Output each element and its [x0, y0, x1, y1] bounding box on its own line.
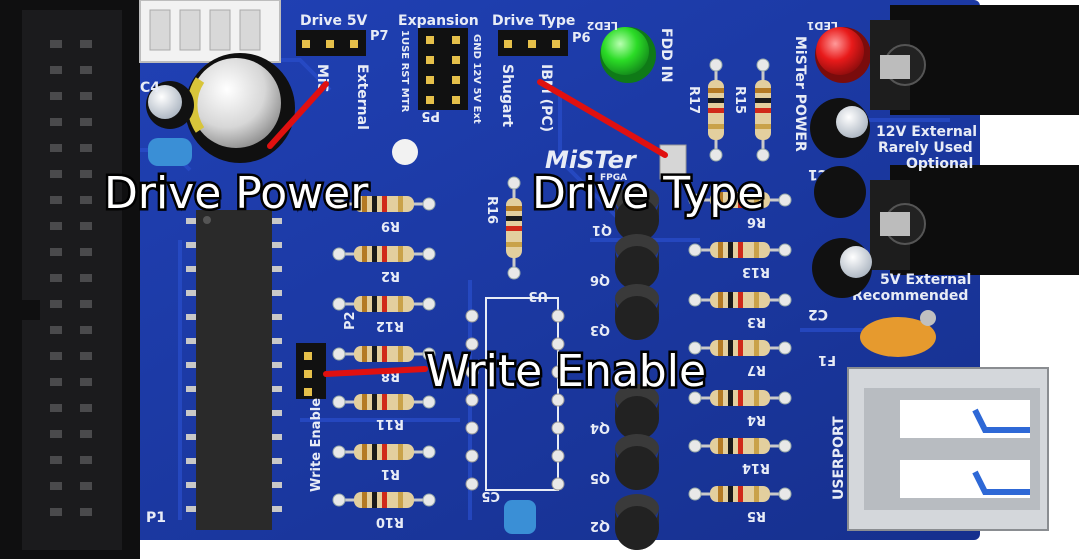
silk-q4: Q4: [590, 420, 610, 435]
callout-drive-power: Drive Power: [104, 168, 369, 219]
silk-5v-recommended: Recommended: [852, 288, 968, 304]
silk-c5: C5: [481, 488, 500, 503]
mister-logo-sub: FPGA: [600, 173, 627, 183]
ceramic-cap-c5: [504, 500, 536, 534]
mister-logo: MiSTer: [545, 146, 638, 174]
silk-c4: C4: [140, 80, 160, 96]
silk-ibm-pc: IBM (PC): [538, 64, 554, 132]
silk-q1: Q1: [592, 222, 612, 237]
transistor-q5: [615, 434, 659, 490]
silk-q6: Q6: [590, 272, 610, 287]
silk-q3: Q3: [590, 322, 610, 337]
capacitor-c4: [146, 81, 194, 129]
transistor-q6: [615, 234, 659, 290]
transistor-q2: [615, 494, 659, 550]
capacitor-c1: [810, 98, 870, 158]
silk-r1: R1: [381, 466, 400, 481]
silk-r6: R6: [747, 214, 766, 229]
silk-r12: R12: [376, 318, 404, 333]
power-connector: [139, 0, 281, 63]
silk-drive-type: Drive Type: [492, 13, 575, 29]
silk-5v-external: 5V External: [880, 272, 971, 288]
ic-socket-u3: [465, 297, 565, 491]
silk-external: External: [354, 64, 370, 130]
callout-drive-type: Drive Type: [532, 168, 764, 219]
fuse-f1: [860, 310, 936, 357]
silk-p2: P2: [343, 311, 358, 330]
silk-led2: LED2: [587, 19, 618, 32]
silk-r7: R7: [747, 362, 766, 377]
mounting-pad: [392, 139, 418, 165]
ic-chip: [186, 210, 282, 530]
silk-expansion: Expansion: [398, 13, 479, 29]
expansion-header-p5: [418, 28, 468, 110]
chip-small: [659, 144, 687, 180]
silk-write-enable: Write Enable: [309, 398, 324, 492]
silk-p1: P1: [146, 510, 166, 526]
silk-r16: R16: [484, 196, 499, 224]
silk-exp-pins2: GND 12V 5V Ext: [471, 34, 482, 124]
silk-12v-external: 12V External: [876, 124, 977, 140]
silk-r13: R13: [742, 264, 770, 279]
silk-f1: F1: [818, 352, 836, 367]
usb-userport: [847, 367, 1049, 531]
callout-line-drive-power: [267, 81, 329, 149]
silk-p5: P5: [421, 108, 440, 123]
led-red: [815, 27, 871, 83]
silk-mister-power: MiSTer POWER: [792, 36, 808, 152]
silk-r3: R3: [747, 314, 766, 329]
silk-userport: USERPORT: [831, 416, 847, 500]
callout-lines: [267, 79, 668, 377]
silk-r9: R9: [381, 218, 400, 233]
transistor-q3: [615, 284, 659, 340]
dc-jack-12v: [870, 5, 1079, 115]
silk-12v-optional: Optional: [906, 156, 973, 172]
dc-jack-5v: [870, 165, 1079, 275]
silk-shugart: Shugart: [499, 64, 515, 127]
ceramic-cap-blue: [148, 138, 192, 166]
silk-r15: R15: [732, 86, 747, 114]
callout-write-enable: Write Enable: [426, 346, 706, 397]
jumper-p7: [296, 30, 366, 56]
floppy-header-p1: [0, 0, 140, 559]
silk-q5: Q5: [590, 470, 610, 485]
silk-r11: R11: [376, 416, 404, 431]
silk-r17: R17: [686, 86, 701, 114]
silk-drive-5v: Drive 5V: [300, 13, 368, 29]
silk-q2: Q2: [590, 518, 610, 533]
silk-led1: LED1: [807, 19, 838, 32]
silk-r10: R10: [376, 514, 404, 529]
callout-line-drive-type: [537, 79, 668, 158]
silk-exp-pins: 1USE RST MTR: [399, 30, 410, 113]
electrolytic-capacitor: [185, 53, 295, 163]
silk-c2: C2: [808, 306, 828, 322]
jumper-p6: [498, 30, 568, 56]
silk-p7: P7: [370, 29, 389, 44]
silk-u3: U3: [528, 288, 548, 303]
capacitor-middle: [814, 166, 866, 218]
capacitor-c2: [812, 238, 872, 298]
silk-fdd-in: FDD IN: [658, 28, 674, 83]
silk-p6: P6: [572, 31, 591, 46]
callout-line-write-enable: [323, 366, 428, 377]
led-green: [600, 27, 656, 83]
silk-12v-rarely: Rarely Used: [878, 140, 973, 156]
silk-r4: R4: [747, 412, 766, 427]
silk-r5: R5: [747, 508, 766, 523]
jumper-p2: [296, 343, 326, 399]
silk-r14: R14: [742, 460, 770, 475]
silk-r2: R2: [381, 268, 400, 283]
